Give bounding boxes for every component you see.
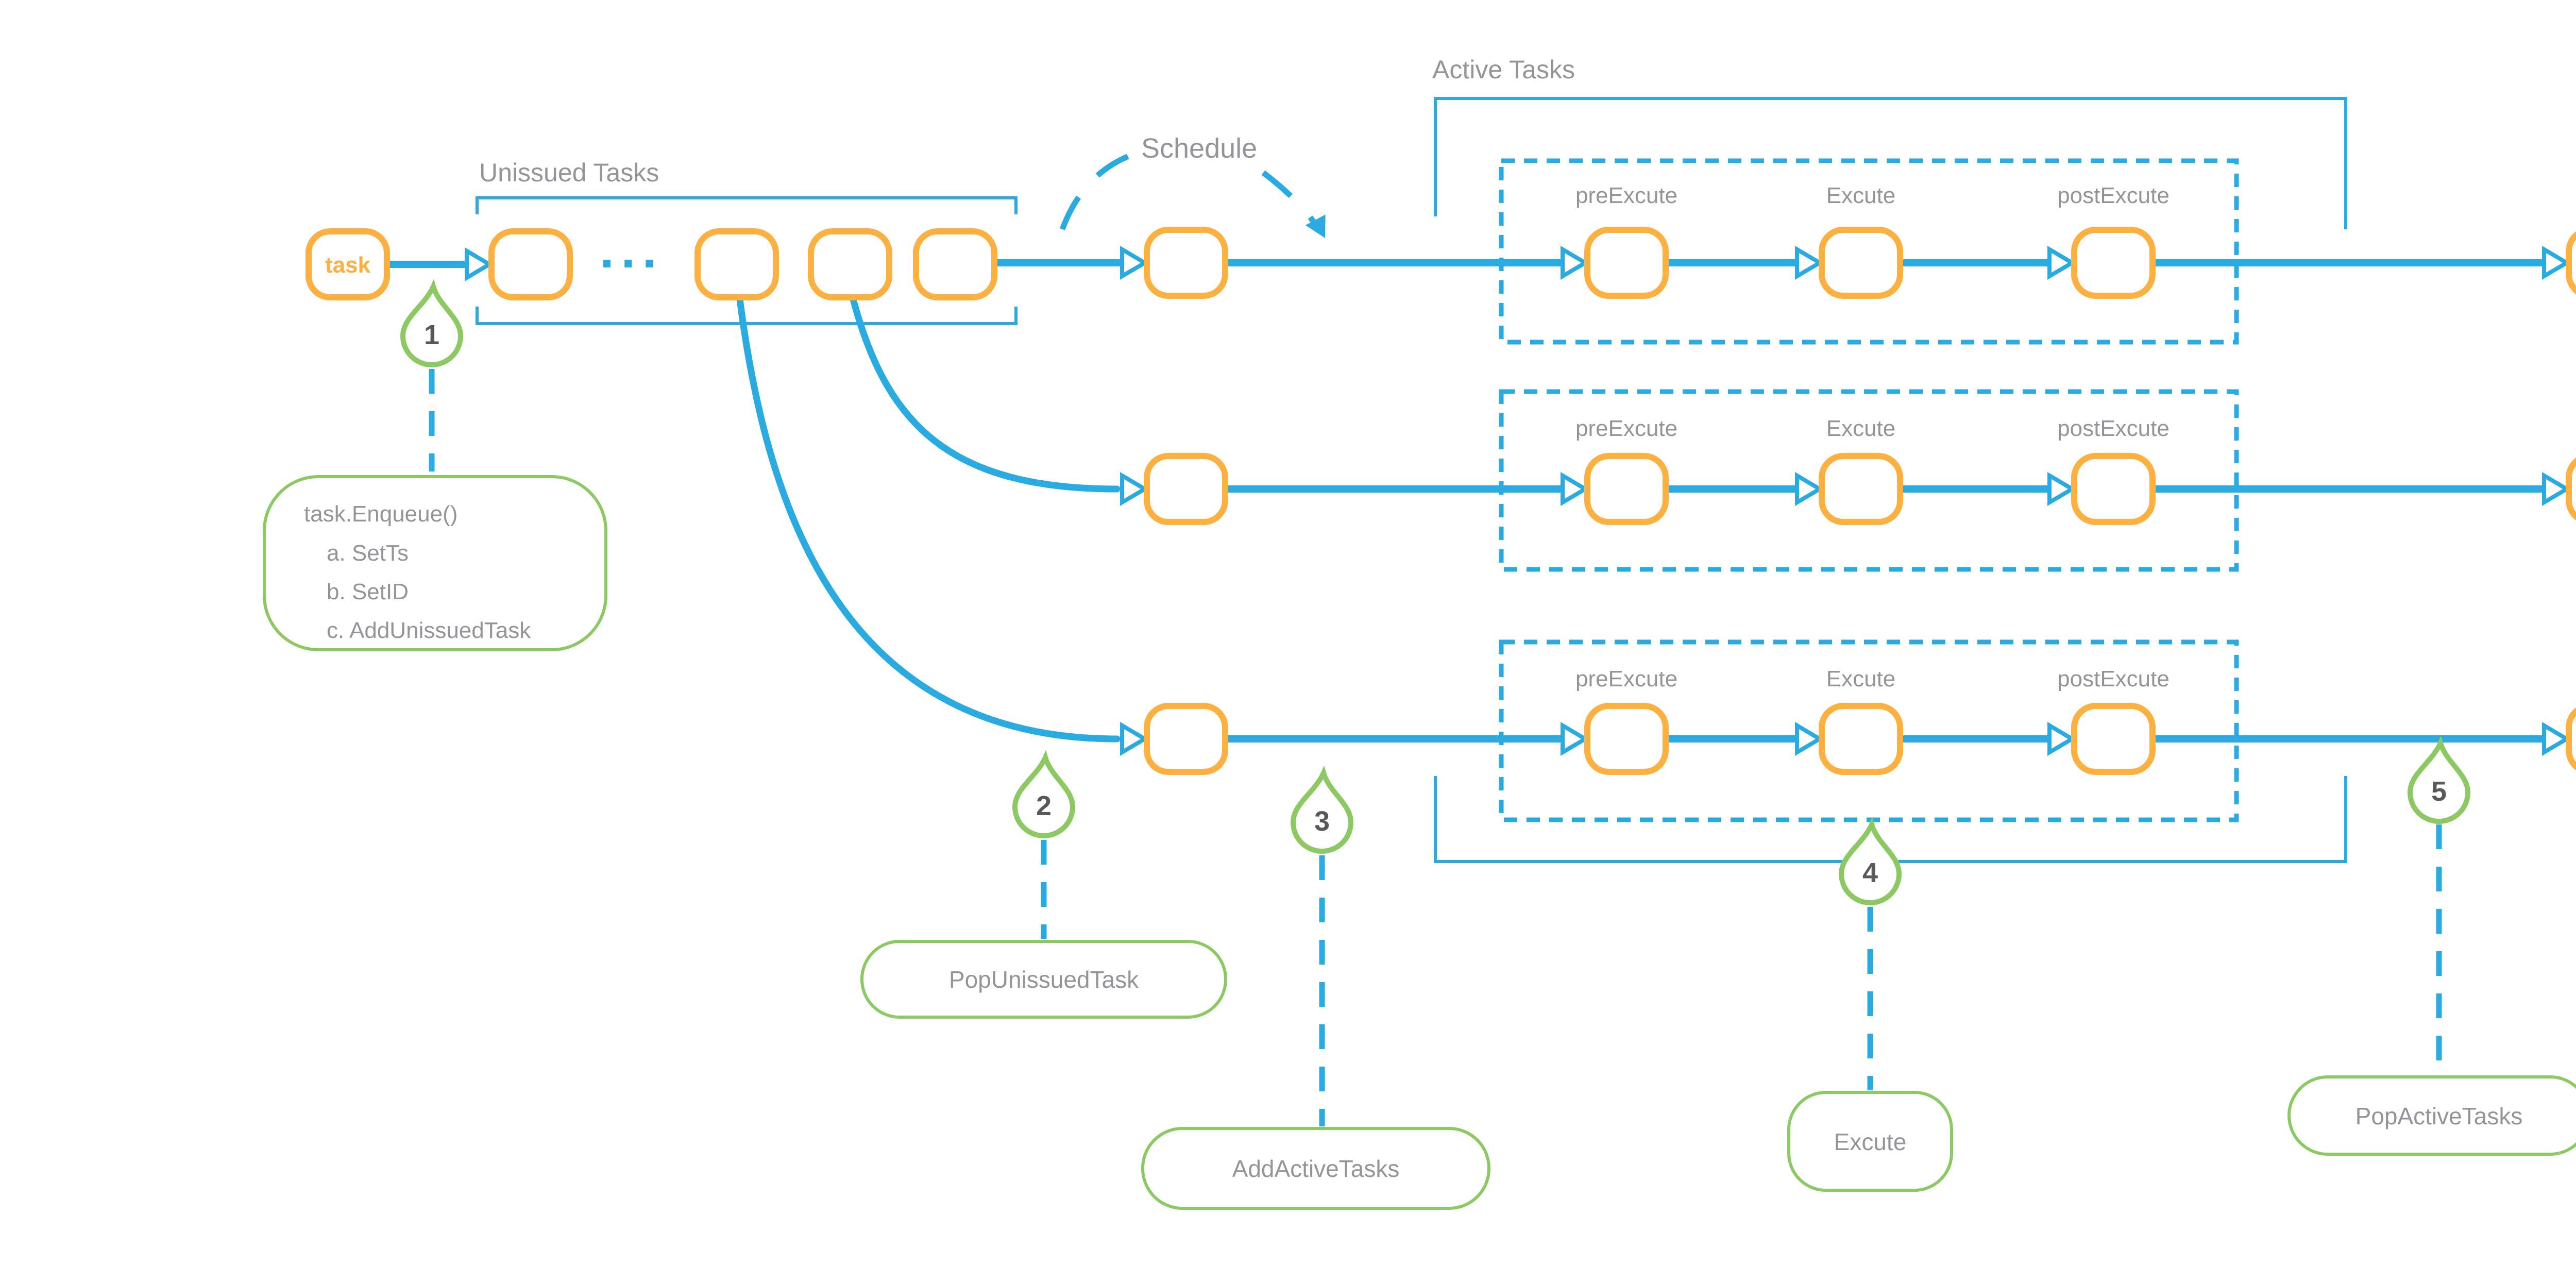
queue-node-3 [811,231,889,297]
marker-1-callout [263,475,607,651]
excute-node-row3 [1822,706,1900,772]
arrowhead-icon [2049,249,2072,276]
queue-ellipsis: ··· [600,234,664,292]
preexcute-node-row3 [1587,706,1666,772]
preexcute-label-row3: preExcute [1575,666,1677,691]
marker-1-callout-line: b. SetID [327,579,409,604]
unissued-queue-bracket-top [476,196,1018,214]
unissued-tasks-label: Unissued Tasks [479,158,659,187]
postexcute-label-row2: postExcute [2057,416,2170,441]
excute-label-row2: Excute [1826,416,1896,441]
schedule-node-row1 [1147,230,1225,296]
arrowhead-icon [1797,726,1820,752]
arrowhead-icon [2049,726,2072,752]
unissued-queue-bracket-bottom [476,307,1018,325]
marker-1-callout-line: task.Enqueue() [304,501,457,527]
marker-5-callout [2287,1075,2576,1156]
marker-5-number: 5 [2431,776,2447,807]
marker-2-callout [860,940,1227,1019]
marker-5-callout-label: PopActiveTasks [2355,1103,2523,1129]
marker-2-callout-label: PopUnissuedTask [949,966,1139,993]
marker-1-callout-line: a. SetTs [327,541,409,566]
end-node-row3 [2569,706,2576,772]
task-node-label: task [325,252,371,278]
arrowhead-icon [1122,249,1145,276]
marker-1-callout-line: c. AddUnissuedTask [327,618,531,643]
pipeline-box-row3 [1499,639,2239,822]
pipeline-box-row1 [1499,158,2239,345]
excute-node-row1 [1822,230,1900,296]
postexcute-node-row3 [2074,706,2153,772]
arrowhead-icon [2049,476,2072,502]
postexcute-node-row2 [2074,456,2153,522]
marker-4-callout-label: Excute [1834,1128,1907,1155]
excute-label-row3: Excute [1826,666,1896,691]
arrowhead-icon [1797,476,1820,502]
arrowhead-icon [1122,476,1145,502]
excute-label-row1: Excute [1826,183,1896,208]
pipeline-box-row2 [1499,389,2239,572]
marker-1-number: 1 [424,319,439,350]
arrowhead-icon [467,251,489,278]
preexcute-node-row2 [1587,456,1666,522]
postexcute-label-row1: postExcute [2057,183,2170,208]
postexcute-label-row3: postExcute [2057,666,2170,691]
excute-node-row2 [1822,456,1900,522]
dispatch-curve-to-row3 [736,296,1121,743]
preexcute-label-row2: preExcute [1575,416,1677,441]
active-tasks-bracket-top [1434,97,2347,229]
end-node-row2 [2569,456,2576,522]
dispatch-curve-to-row2 [850,296,1121,493]
marker-3-callout [1141,1127,1490,1210]
preexcute-label-row1: preExcute [1575,183,1677,208]
preexcute-node-row1 [1587,230,1666,296]
queue-node-1 [492,231,570,297]
start-node-row2 [1147,456,1225,522]
arrowhead-icon [1563,476,1585,502]
queue-node-4 [916,231,994,297]
arrowhead-icon [2544,249,2567,276]
start-node-row3 [1147,706,1225,772]
marker-4-number: 4 [1862,857,1878,888]
arrowhead-icon [1563,726,1585,752]
arrowhead-icon [1797,249,1820,276]
arrowhead-icon [1563,249,1585,276]
marker-3-number: 3 [1314,806,1330,837]
schedule-arc-left [1059,151,1133,230]
arrowhead-icon [2544,726,2567,752]
queue-node-2 [698,231,776,297]
active-tasks-label: Active Tasks [1432,55,1575,84]
postexcute-node-row1 [2074,230,2153,296]
marker-3-callout-label: AddActiveTasks [1232,1155,1400,1182]
arrowhead-icon [1122,726,1145,752]
arrowhead-icon [2544,476,2567,502]
marker-2-number: 2 [1036,790,1052,821]
marker-4-callout [1787,1091,1953,1192]
end-node-row1 [2569,230,2576,296]
schedule-label: Schedule [1141,133,1257,164]
